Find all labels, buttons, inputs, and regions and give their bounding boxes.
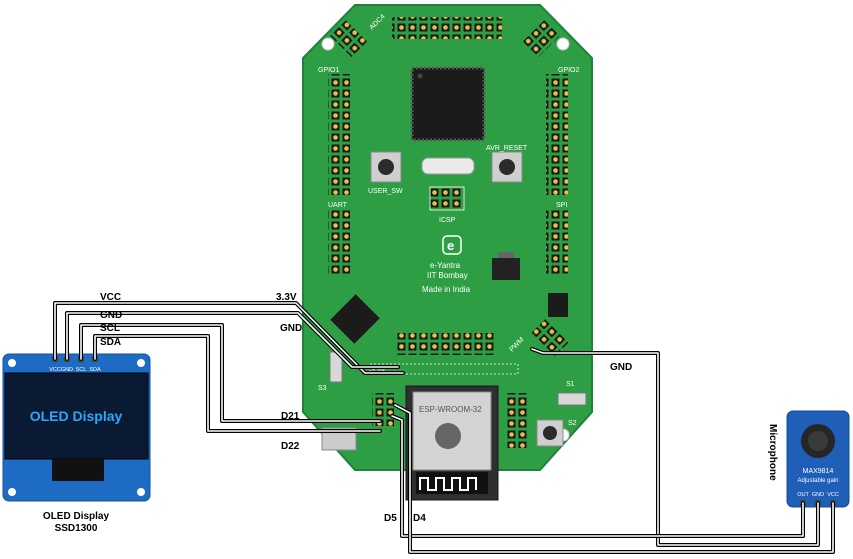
- icsp-label: ICSP: [439, 217, 456, 224]
- i2c-header-right: [521, 19, 561, 59]
- esp32-module: ESP-WROOM-32: [405, 385, 499, 501]
- wire-label-vcc: VCC: [100, 292, 121, 303]
- board-title-line1: e-Yantra: [430, 261, 461, 270]
- wire-label-gnd-board: GND: [280, 323, 302, 334]
- oled-screen: [4, 372, 149, 460]
- made-in-label: Made in India: [422, 285, 471, 294]
- usb-connector: [321, 427, 357, 451]
- bottom-header: [397, 333, 496, 355]
- wire-label-d4: D4: [413, 513, 426, 524]
- esp-header-left: [372, 393, 394, 426]
- wire-label-d22: D22: [281, 441, 300, 452]
- microphone-title: Microphone: [767, 424, 778, 481]
- gpio1-label: GPIO1: [318, 67, 340, 74]
- v33-label: 3.3V: [371, 367, 386, 374]
- oled-module: OLED Display VCC GND SCL SDA: [2, 353, 151, 502]
- mic-pin-out: OUT: [797, 492, 809, 498]
- oled-screen-text: OLED Display: [30, 408, 123, 424]
- esp-module-label: ESP-WROOM-32: [419, 405, 482, 414]
- oled-pin-vcc: VCC: [49, 367, 61, 373]
- s2-button[interactable]: [536, 419, 564, 447]
- mic-board-text1: MAX9814: [803, 468, 834, 475]
- wires: [53, 301, 835, 554]
- main-board: ADC4 GPIO1 GPIO2 UART SPI USER_SW AVR_RE…: [302, 4, 593, 501]
- s1-label: S1: [566, 381, 575, 388]
- mic-pin-gnd: GND: [812, 492, 824, 498]
- crystal: [421, 157, 475, 175]
- wire-label-d21: D21: [281, 411, 300, 422]
- gpio1-header: [328, 74, 350, 195]
- wire-label-gnd: GND: [100, 310, 122, 321]
- wire-label-d5: D5: [384, 513, 397, 524]
- user-switch-label: USER_SW: [368, 188, 403, 195]
- mic-board-text2: Adjustable gain: [797, 478, 838, 484]
- v33-rail: [369, 363, 519, 375]
- mount-hole: [556, 37, 570, 51]
- svg-text:e: e: [447, 238, 454, 253]
- avr-reset-button[interactable]: [491, 151, 523, 183]
- adc-header: [392, 17, 502, 39]
- i2c-header-left: [329, 19, 369, 59]
- wire-label-scl: SCL: [100, 323, 120, 334]
- level-shifter-ic: [548, 293, 568, 317]
- voltage-regulator: [492, 258, 520, 280]
- oled-pin-gnd: GND: [61, 367, 73, 373]
- pcb-body: [302, 4, 593, 471]
- gpio2-label: GPIO2: [558, 67, 580, 74]
- icsp-header: [429, 186, 465, 211]
- s3-label: S3: [318, 385, 327, 392]
- oled-caption-line2: SSD1300: [55, 523, 98, 534]
- spi-label: SPI: [556, 202, 567, 209]
- slide-switch-s1[interactable]: [557, 392, 587, 406]
- oled-pin-sda: SDA: [89, 367, 101, 373]
- oled-caption-line1: OLED Display: [43, 511, 110, 522]
- mic-pin-vcc: VCC: [827, 492, 839, 498]
- usb-serial-ic: [330, 294, 380, 344]
- eyantra-logo: e: [442, 235, 462, 255]
- s2-label: S2: [568, 420, 577, 427]
- wire-label-gnd-right: GND: [610, 362, 632, 373]
- oled-ribbon: [52, 459, 104, 481]
- spi-header: [546, 209, 568, 275]
- wire-label-sda: SDA: [100, 337, 121, 348]
- uart-header: [328, 209, 350, 275]
- board-title-line2: IIT Bombay: [427, 271, 468, 280]
- wire-label-3v3: 3.3V: [276, 292, 297, 303]
- microphone-module: MAX9814 Adjustable gain OUT GND VCC: [786, 410, 850, 508]
- oled-pin-scl: SCL: [76, 367, 87, 373]
- gpio2-header: [546, 74, 568, 195]
- uart-label: UART: [328, 202, 348, 209]
- mcu-chip: [410, 66, 486, 142]
- esp-header-right: [507, 393, 529, 448]
- pwm-header: [529, 318, 569, 358]
- user-switch-button[interactable]: [370, 151, 402, 183]
- mount-hole: [321, 37, 335, 51]
- avr-reset-label: AVR_RESET: [486, 145, 528, 152]
